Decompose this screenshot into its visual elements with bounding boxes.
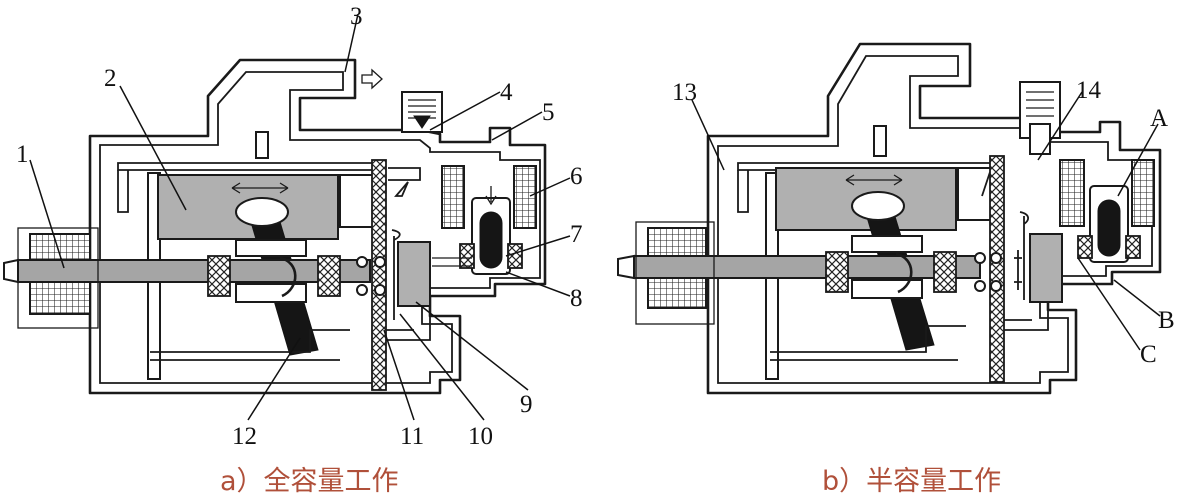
label-C: C — [1140, 341, 1157, 368]
inner-housing-b — [717, 55, 1153, 384]
label-12: 12 — [232, 423, 257, 450]
diagram-a-full-capacity — [3, 13, 571, 421]
label-8: 8 — [570, 285, 583, 312]
label-5: 5 — [542, 99, 555, 126]
label-A: A — [1150, 105, 1168, 132]
outlet-arrow-a — [361, 68, 383, 90]
outer-housing-a — [88, 58, 547, 395]
label-1: 1 — [16, 141, 29, 168]
solenoid-coil-right-b — [1131, 159, 1155, 227]
solenoid-coil-left-b — [1059, 159, 1085, 227]
diagram-b-labels: 13 14 A B C — [672, 77, 1175, 368]
main-shaft-b — [633, 255, 981, 279]
diagram-a-labels: 1 2 3 4 5 6 7 8 9 10 11 12 — [16, 3, 583, 450]
caption-b: b）半容量工作 — [822, 466, 1001, 497]
label-B: B — [1158, 307, 1175, 334]
solenoid-coil-right-a — [513, 165, 537, 229]
valve-plate-b — [989, 155, 1005, 383]
label-11: 11 — [400, 423, 424, 450]
label-9: 9 — [520, 391, 533, 418]
diagram-b-half-capacity — [617, 42, 1162, 395]
caption-b-paren: ） — [839, 466, 866, 497]
label-2: 2 — [104, 65, 117, 92]
solenoid-coil-left-a — [441, 165, 465, 229]
control-disc-a — [397, 241, 431, 307]
inner-housing-a — [99, 71, 541, 384]
label-14: 14 — [1076, 77, 1102, 104]
control-disc-b — [1029, 233, 1063, 303]
outer-housing-b — [706, 42, 1162, 395]
caption-a: a）全容量工作 — [220, 466, 399, 497]
caption-b-text: 半容量工作 — [866, 466, 1001, 497]
solenoid-plunger-b — [1097, 199, 1121, 257]
caption-b-letter: b — [822, 466, 839, 497]
label-4: 4 — [500, 79, 513, 106]
caption-a-letter: a — [220, 466, 237, 497]
caption-a-paren: ） — [237, 466, 264, 497]
caption-a-text: 全容量工作 — [264, 466, 399, 497]
valve-plate-a — [371, 159, 387, 391]
label-3: 3 — [350, 3, 363, 30]
solenoid-plunger-a — [479, 211, 503, 269]
label-6: 6 — [570, 163, 583, 190]
label-13: 13 — [672, 79, 697, 106]
label-10: 10 — [468, 423, 493, 450]
label-7: 7 — [570, 221, 583, 248]
